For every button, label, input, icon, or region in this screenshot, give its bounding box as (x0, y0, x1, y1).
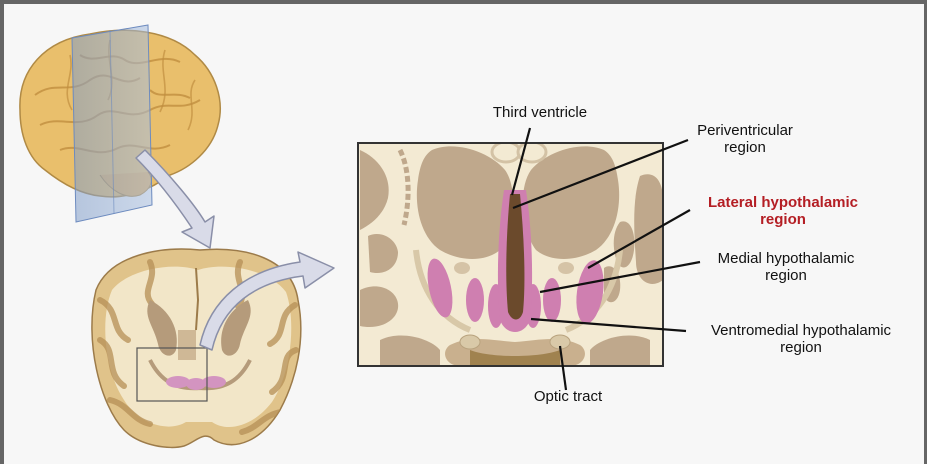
label-third-ventricle: Third ventricle (470, 104, 610, 121)
hypothalamus-detail-panel (358, 142, 663, 366)
label-ventromedial-hypothalamic-region: Ventromedial hypothalamic region (683, 322, 919, 356)
label-lateral-hypothalamic-region: Lateral hypothalamic region (676, 194, 890, 228)
label-optic-tract: Optic tract (508, 388, 628, 405)
label-medial-hypothalamic-region: Medial hypothalamic region (680, 250, 892, 284)
whole-brain-illustration (20, 25, 220, 222)
label-periventricular-region: Periventricular region (665, 122, 825, 156)
